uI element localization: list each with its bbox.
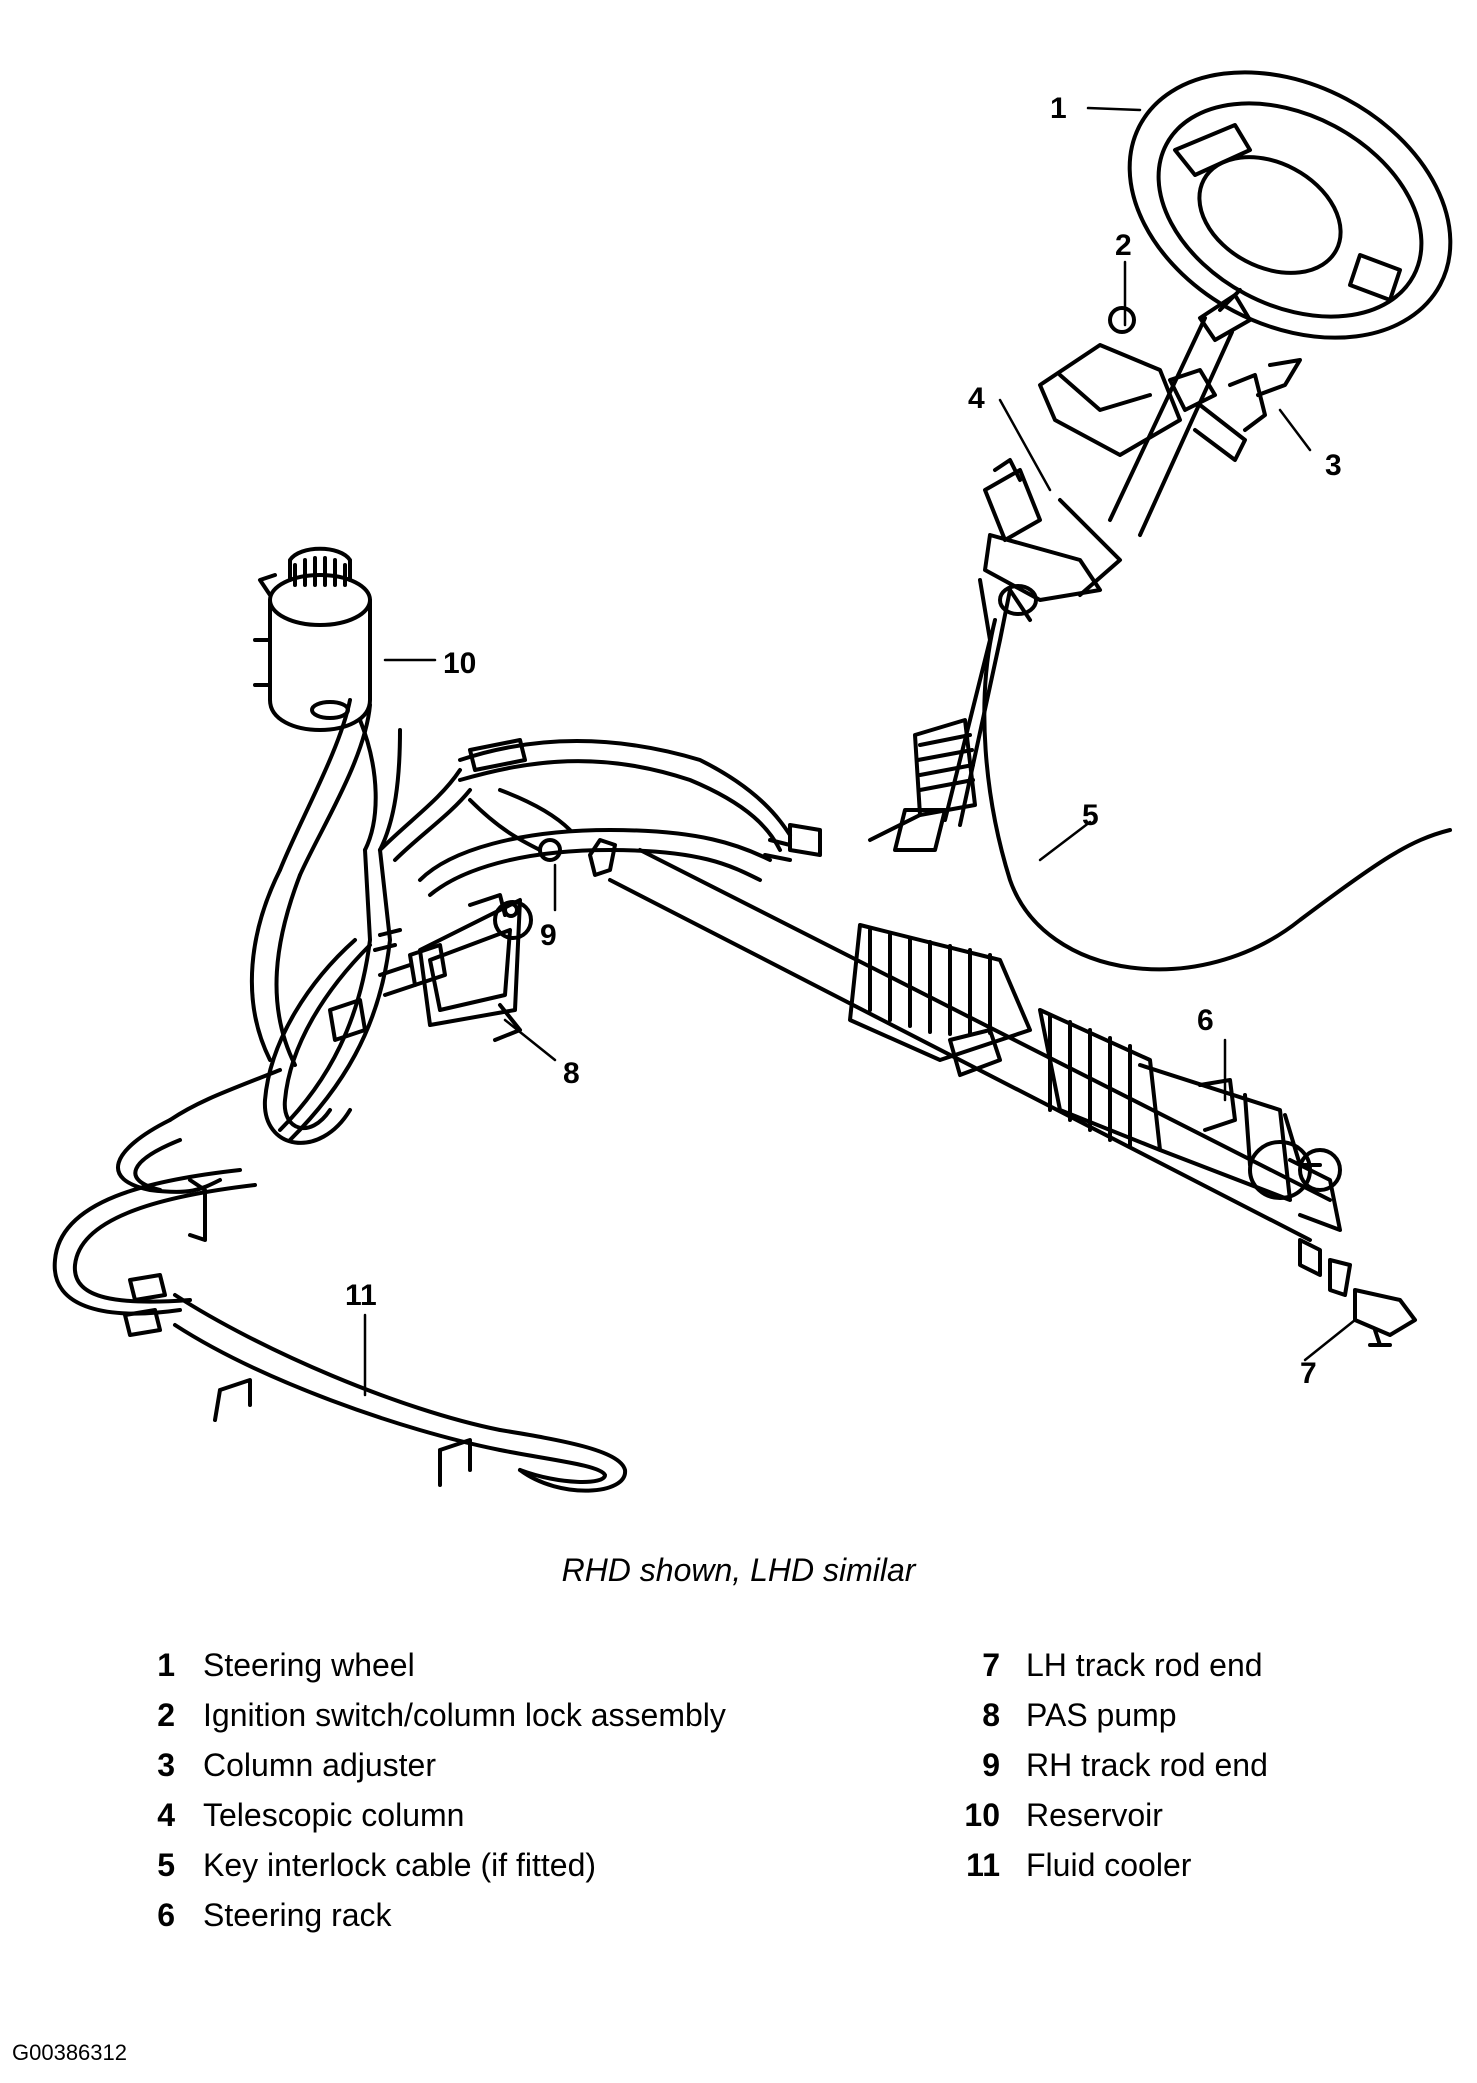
legend-label: PAS pump [1026,1697,1177,1733]
callout-7: 7 [1300,1357,1317,1390]
callout-leaders [363,106,1357,1397]
steering-system-diagram: 1 2 3 4 5 6 7 8 9 10 11 [52,70,1453,1493]
legend-label: RH track rod end [1026,1747,1268,1783]
legend-item: 5 Key interlock cable (if fitted) [145,1840,726,1890]
legend-label: Column adjuster [203,1747,436,1783]
legend-number: 7 [982,1647,1000,1683]
steering-column-drawing [868,293,1302,852]
steering-rack-drawing [608,823,1342,1242]
legend-number: 3 [157,1747,175,1783]
legend-label: Ignition switch/column lock assembly [203,1697,726,1733]
legend-number: 8 [982,1697,1000,1733]
legend-label: Reservoir [1026,1797,1163,1833]
legend-item: 7 LH track rod end [955,1640,1268,1690]
legend-number: 9 [982,1747,1000,1783]
legend-label: Key interlock cable (if fitted) [203,1847,597,1883]
callout-2: 2 [1115,229,1132,262]
legend-item: 11 Fluid cooler [955,1840,1268,1890]
legend-item: 1 Steering wheel [145,1640,726,1690]
callout-9: 9 [540,919,557,952]
legend-label: Steering wheel [203,1647,415,1683]
legend-number: 4 [157,1797,175,1833]
callout-1: 1 [1050,92,1067,125]
figure-id: G00386312 [12,2040,127,2065]
legend-number: 6 [157,1897,175,1933]
key-interlock-cable-drawing [982,618,1452,972]
callout-6: 6 [1197,1004,1214,1037]
legend-item: 10 Reservoir [955,1790,1268,1840]
legend-label: Fluid cooler [1026,1847,1192,1883]
legend-item: 9 RH track rod end [955,1740,1268,1790]
callout-10: 10 [443,647,476,680]
legend-label: LH track rod end [1026,1647,1263,1683]
steering-wheel-drawing [1127,70,1453,340]
legend-label: Steering rack [203,1897,392,1933]
legend-number: 5 [157,1847,175,1883]
figure-caption: RHD shown, LHD similar [561,1552,916,1588]
callout-5: 5 [1082,799,1099,832]
legend-item: 6 Steering rack [145,1890,726,1940]
legend-number: 2 [157,1697,175,1733]
legend-item: 4 Telescopic column [145,1790,726,1840]
callout-8: 8 [563,1057,580,1090]
legend-item: 2 Ignition switch/column lock assembly [145,1690,726,1740]
legend-item: 3 Column adjuster [145,1740,726,1790]
pas-pump-drawing [378,893,533,1042]
legend-label: Telescopic column [203,1797,465,1833]
legend-number: 1 [157,1647,175,1683]
legend-right-column: 7 LH track rod end 8 PAS pump 9 RH track ro… [955,1640,1268,1890]
callout-11: 11 [345,1279,377,1312]
callout-3: 3 [1325,449,1342,482]
track-rod-end-drawing [538,838,1417,1347]
callout-4: 4 [968,382,985,415]
hose-drawing [52,698,792,1493]
legend-number: 11 [966,1847,1000,1883]
reservoir-drawing [253,546,372,732]
legend-item: 8 PAS pump [955,1690,1268,1740]
legend-number: 10 [964,1797,1000,1833]
legend-left-column: 1 Steering wheel 2 Ignition switch/column … [145,1640,726,1940]
